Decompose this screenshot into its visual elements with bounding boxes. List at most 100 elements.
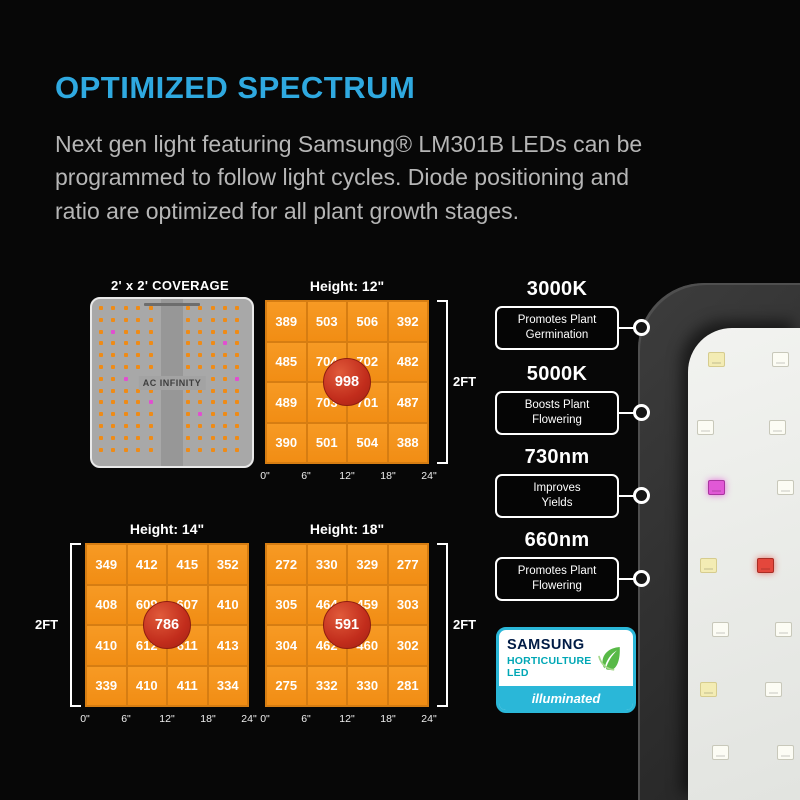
x-tick-label: 18" xyxy=(380,713,396,725)
diode-dot xyxy=(136,329,141,334)
diode-dot xyxy=(223,400,227,405)
diode-dot xyxy=(185,435,190,440)
ppfd-cell: 277 xyxy=(387,544,428,585)
diode-dot xyxy=(185,329,190,334)
page-description: Next gen light featuring Samsung® LM301B… xyxy=(55,131,643,224)
diode-dot xyxy=(223,341,227,346)
diode-dot xyxy=(198,435,203,440)
x-tick-label: 24" xyxy=(421,470,437,482)
diode-dot xyxy=(185,388,190,393)
diode-dot xyxy=(223,424,227,428)
x-tick-label: 6" xyxy=(301,470,311,482)
badge-banner: illuminated xyxy=(499,686,633,710)
span-bracket xyxy=(437,543,448,707)
led-chip-warm xyxy=(700,558,717,573)
diode-dot xyxy=(198,306,203,310)
diode-dot xyxy=(111,376,116,381)
led-chip-white xyxy=(772,352,789,367)
diode-dot xyxy=(223,376,227,381)
diode-dot xyxy=(235,435,240,440)
ppfd-cell: 408 xyxy=(86,584,127,625)
diode-dot xyxy=(235,353,240,358)
diode-dot xyxy=(148,353,153,358)
heatmap-title: Height: 12" xyxy=(309,278,385,294)
diode-dot xyxy=(123,412,128,417)
ppfd-cell: 332 xyxy=(306,665,347,706)
diode-dot xyxy=(111,306,116,310)
diode-dot xyxy=(223,353,227,358)
ppfd-cell: 506 xyxy=(347,301,388,342)
diode-dot xyxy=(111,435,116,440)
diode-dot xyxy=(235,306,240,310)
led-chip-white xyxy=(712,745,729,760)
diode-dot xyxy=(148,317,153,322)
ppfd-cell: 334 xyxy=(207,665,248,706)
diode-dot xyxy=(223,365,227,369)
diode-dot xyxy=(136,400,141,405)
diode-dot xyxy=(210,388,215,393)
diode-dot xyxy=(185,306,190,310)
diode-dot xyxy=(198,424,203,428)
ppfd-cell: 412 xyxy=(126,544,167,585)
diode-dot xyxy=(111,317,116,322)
led-chip-white xyxy=(775,622,792,637)
diode-dot xyxy=(198,353,203,358)
diode-dot xyxy=(148,306,153,310)
diode-dot xyxy=(223,412,227,417)
callout-body: Improves Yields xyxy=(495,474,619,518)
diode-dot xyxy=(123,424,128,428)
diode-dot xyxy=(148,329,153,334)
ppfd-cell: 482 xyxy=(387,341,428,382)
diode-dot xyxy=(223,306,227,310)
led-board-image: AC INFINITY xyxy=(90,297,254,468)
diode-dot xyxy=(99,400,103,405)
diode-dot xyxy=(235,341,240,346)
callout-body: Boosts Plant Flowering xyxy=(495,391,619,435)
diode-dot xyxy=(148,412,153,417)
diode-dot xyxy=(198,317,203,322)
board-brand-label: AC INFINITY xyxy=(138,375,206,390)
ppfd-cell: 349 xyxy=(86,544,127,585)
diode-dot xyxy=(123,365,128,369)
diode-dot xyxy=(185,424,190,428)
ppfd-cell: 392 xyxy=(387,301,428,342)
badge-subtitle: HORTICULTURE LED xyxy=(507,655,592,679)
diode-dot xyxy=(123,306,128,310)
diode-dot xyxy=(210,376,215,381)
ppfd-cell: 303 xyxy=(387,584,428,625)
leaf-icon xyxy=(598,646,621,671)
diode-dot xyxy=(210,341,215,346)
diode-dot xyxy=(210,306,215,310)
led-chip-white xyxy=(712,622,729,637)
heatmap-title: Height: 14" xyxy=(129,521,205,537)
diode-dot xyxy=(99,365,103,369)
ppfd-cell: 389 xyxy=(266,301,307,342)
diode-dot xyxy=(223,317,227,322)
diode-dot xyxy=(235,376,240,381)
diode-dot xyxy=(210,365,215,369)
diode-dot xyxy=(223,447,227,452)
span-label: 2FT xyxy=(453,374,477,389)
callout-660nm: 660nm Promotes Plant Flowering xyxy=(495,529,650,601)
x-tick-label: 12" xyxy=(339,713,355,725)
diode-dot xyxy=(123,317,128,322)
fixture-pcb xyxy=(688,328,800,800)
diode-dot xyxy=(210,317,215,322)
diode-dot xyxy=(198,447,203,452)
span-label: 2FT xyxy=(35,617,59,632)
x-tick-label: 0" xyxy=(260,713,270,725)
diode-dot xyxy=(185,317,190,322)
diode-dot xyxy=(99,435,103,440)
led-chip-white xyxy=(697,420,714,435)
diode-dot xyxy=(148,365,153,369)
diode-dot xyxy=(185,400,190,405)
diode-dot xyxy=(123,388,128,393)
diode-dot xyxy=(111,388,116,393)
ppfd-cell: 281 xyxy=(387,665,428,706)
diode-dot xyxy=(136,306,141,310)
